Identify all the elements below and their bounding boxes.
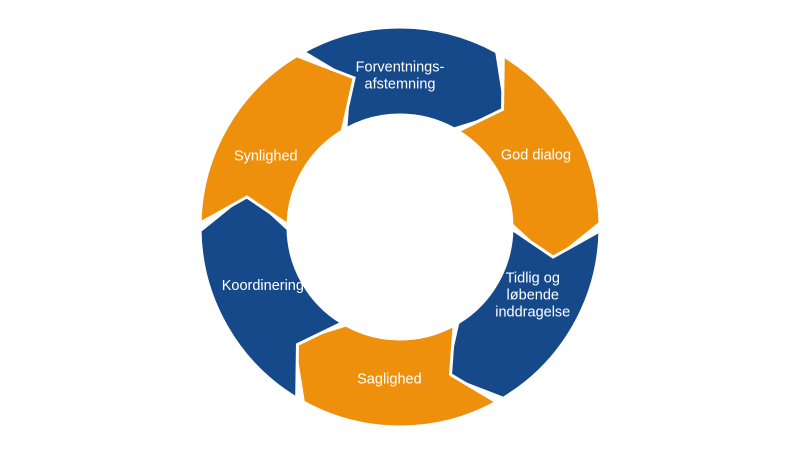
label-line: God dialog bbox=[501, 148, 571, 164]
label-synlighed: Synlighed bbox=[234, 149, 298, 165]
label-line: Synlighed bbox=[234, 149, 298, 165]
label-koordinering: Koordinering bbox=[222, 278, 304, 294]
label-line: Saglighed bbox=[357, 372, 422, 388]
label-god-dialog: God dialog bbox=[501, 148, 571, 164]
segment-god-dialog bbox=[454, 53, 602, 264]
segment-synlighed bbox=[198, 54, 356, 228]
label-forventningsafstemning: Forventnings-afstemning bbox=[356, 60, 445, 93]
segment-koordinering bbox=[198, 190, 346, 401]
cycle-segments bbox=[198, 25, 602, 429]
label-line: Tidlig og bbox=[506, 271, 560, 287]
label-line: afstemning bbox=[365, 77, 436, 93]
center-hole bbox=[289, 116, 511, 338]
label-line: Koordinering bbox=[222, 278, 304, 294]
label-line: inddragelse bbox=[495, 305, 570, 321]
segment-forventningsafstemning bbox=[300, 25, 508, 132]
label-line: Forventnings- bbox=[356, 60, 445, 76]
segment-saglighed bbox=[292, 322, 500, 429]
label-line: løbende bbox=[507, 288, 559, 304]
segment-tidlig-og-lobende-inddragelse bbox=[444, 226, 602, 400]
label-saglighed: Saglighed bbox=[357, 372, 422, 388]
